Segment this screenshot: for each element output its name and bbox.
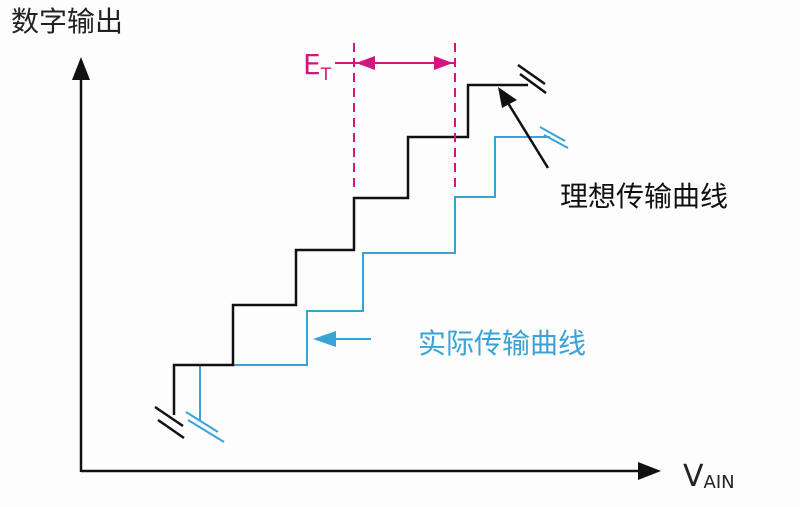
actual-pointer-arrow-icon	[313, 331, 336, 347]
ideal-step-line	[172, 83, 528, 415]
ideal-break-mark-top	[517, 63, 547, 95]
ideal-curve-label: 理想传输曲线	[560, 180, 728, 213]
et-arrow-right-icon	[434, 56, 453, 70]
ideal-transfer-curve	[154, 63, 547, 440]
x-axis-arrow-icon	[638, 462, 661, 480]
y-axis-arrow-icon	[72, 57, 90, 80]
actual-break-mark-bottom	[185, 411, 225, 443]
ideal-pointer-line	[506, 102, 550, 169]
ideal-break-mark-bottom	[154, 405, 185, 440]
actual-break-mark-top	[539, 126, 569, 149]
axes	[72, 57, 661, 480]
x-axis-label: VAIN	[683, 459, 735, 494]
actual-step-line	[199, 136, 550, 420]
et-label: ET	[303, 48, 332, 85]
actual-curve-label: 实际传输曲线	[418, 327, 586, 360]
ideal-pointer-arrow-icon	[498, 87, 517, 108]
transition-error-indicator: ET	[303, 43, 456, 192]
y-axis-label: 数字输出	[11, 5, 123, 38]
et-arrow-left-icon	[356, 56, 375, 70]
actual-transfer-curve	[185, 126, 569, 443]
